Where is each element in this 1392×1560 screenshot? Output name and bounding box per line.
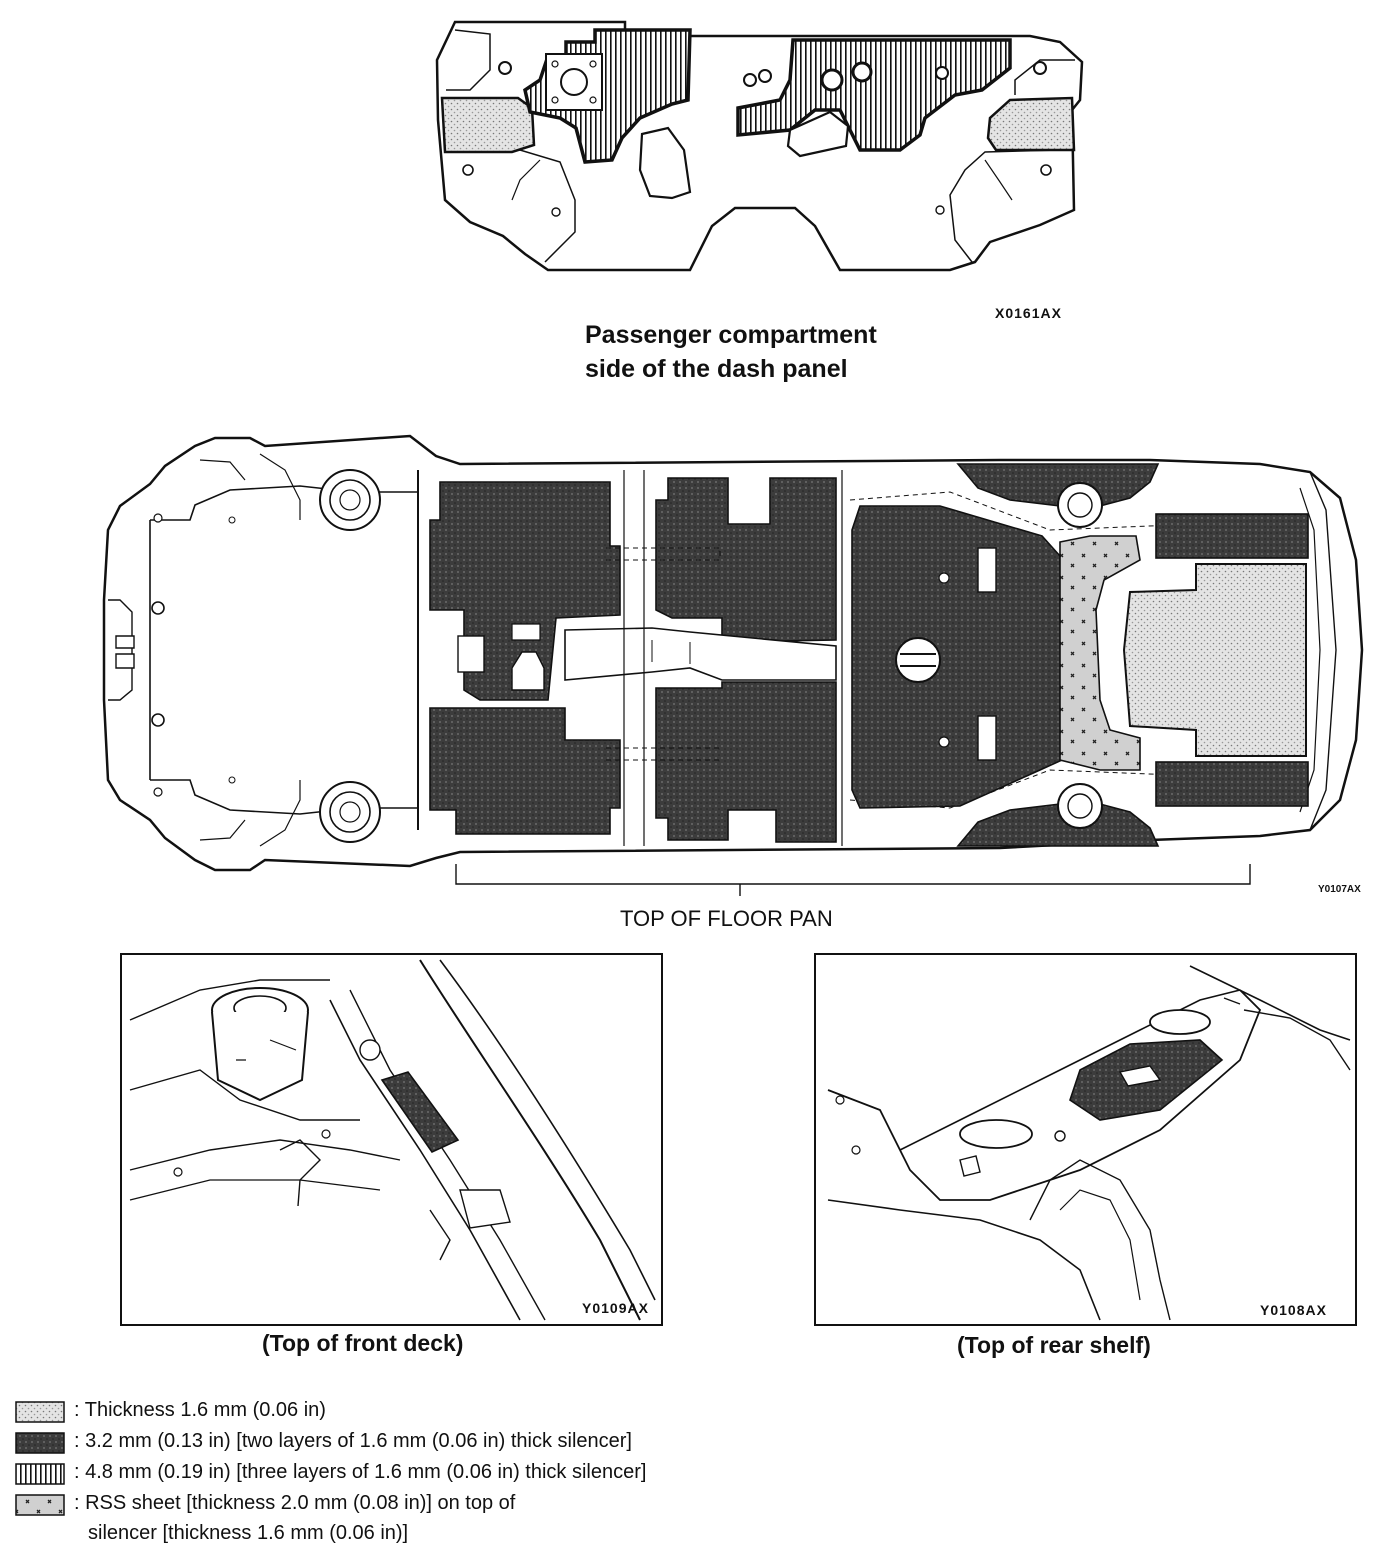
front-deck-code: Y0109AX — [582, 1300, 649, 1316]
floor-mat-front-right — [429, 707, 621, 835]
dash-panel-title-line2: side of the dash panel — [585, 355, 848, 383]
front-deck-drawing — [120, 953, 663, 1326]
floor-mat-rear-right — [655, 681, 837, 843]
dash-panel-drawing — [435, 20, 1084, 272]
dash-light-patch-left — [440, 96, 536, 154]
dash-light-patch-right — [986, 96, 1076, 152]
spare-tire-mount — [895, 637, 941, 683]
rear-left-pad — [1155, 513, 1309, 559]
legend-swatch-cross — [15, 1494, 65, 1516]
trunk-light-patch — [1122, 563, 1307, 757]
dash-panel-title-line1: Passenger compartment — [585, 321, 877, 349]
front-deck-frame — [120, 953, 663, 1326]
rear-shelf-code: Y0108AX — [1260, 1302, 1327, 1318]
legend-text-cross-continuation: silencer [thickness 1.6 mm (0.06 in)] — [88, 1522, 409, 1544]
center-tunnel — [564, 627, 837, 681]
dash-panel-code: X0161AX — [995, 305, 1062, 321]
rear-shelf-frame — [814, 953, 1357, 1326]
rear-right-pad — [1155, 761, 1309, 807]
floor-mat-rear-seat — [851, 505, 1063, 809]
floor-pan-bracket — [455, 864, 1251, 896]
legend-swatch-light — [15, 1401, 65, 1423]
floor-pan-drawing — [102, 434, 1364, 896]
rss-sheet-area — [1059, 535, 1141, 771]
legend-swatch-stripe — [15, 1463, 65, 1485]
legend-text-light: : Thickness 1.6 mm (0.06 in) — [74, 1399, 326, 1421]
front-deck-silencer-patch — [380, 1071, 460, 1154]
legend-text-stripe: : 4.8 mm (0.19 in) [three layers of 1.6 … — [74, 1461, 647, 1483]
legend-text-cross: : RSS sheet [thickness 2.0 mm (0.08 in)]… — [74, 1492, 516, 1514]
floor-pan-label: TOP OF FLOOR PAN — [620, 906, 833, 931]
legend-text-dark: : 3.2 mm (0.13 in) [two layers of 1.6 mm… — [74, 1430, 632, 1452]
legend-swatch-dark — [15, 1432, 65, 1454]
rear-shelf-drawing — [814, 953, 1357, 1326]
front-deck-caption: (Top of front deck) — [262, 1330, 464, 1356]
rear-shelf-caption: (Top of rear shelf) — [957, 1332, 1151, 1358]
floor-pan-code: Y0107AX — [1318, 884, 1361, 895]
